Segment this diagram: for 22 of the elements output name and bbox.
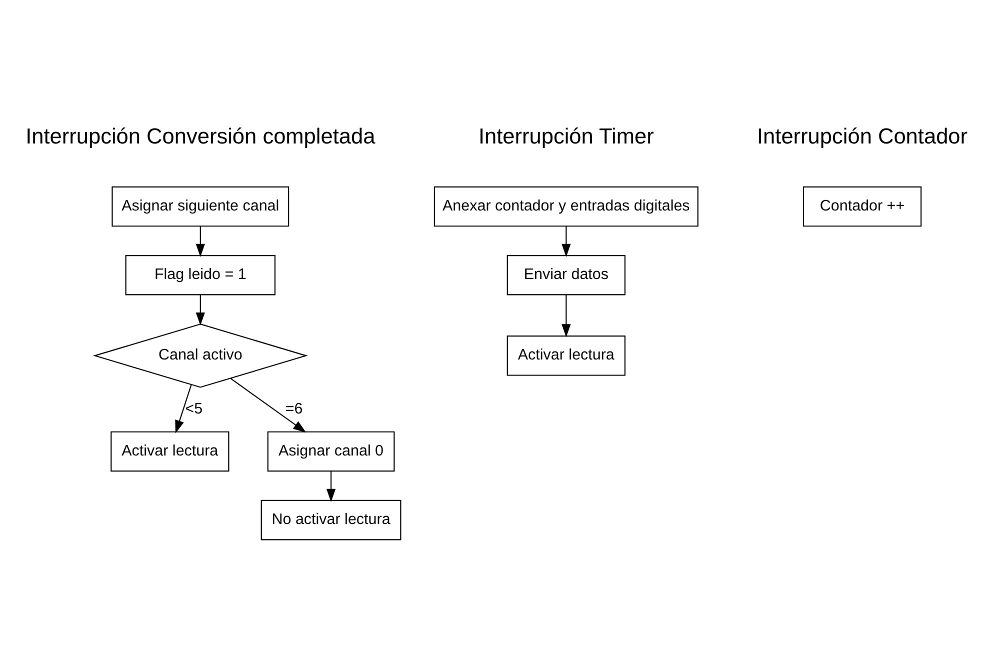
- node-box: Activar lectura: [110, 431, 230, 472]
- node-box: Asignar siguiente canal: [112, 186, 290, 227]
- arrow: [196, 294, 205, 326]
- node-box: Flag leido = 1: [125, 254, 276, 296]
- node-box: Anexar contador y entradas digitales: [434, 186, 698, 227]
- node-box: Contador ++: [802, 186, 922, 227]
- arrow: [196, 226, 205, 257]
- arrow: [230, 378, 306, 433]
- node-box: Asignar canal 0: [267, 431, 395, 472]
- arrow: [562, 226, 571, 257]
- label: Interrupción Conversión completada: [26, 123, 376, 148]
- node-box: Activar lectura: [506, 336, 626, 376]
- edge-label: <5: [185, 400, 203, 418]
- node-box: No activar lectura: [260, 500, 402, 540]
- node-box: Enviar datos: [506, 254, 626, 296]
- arrow: [175, 384, 192, 434]
- arrow: [326, 471, 336, 502]
- label: Interrupción Contador: [757, 123, 968, 148]
- arrow: [562, 294, 571, 338]
- label: Interrupción Timer: [478, 123, 654, 148]
- edge-label: =6: [285, 400, 303, 418]
- node-diamond: Canal activo: [92, 324, 308, 388]
